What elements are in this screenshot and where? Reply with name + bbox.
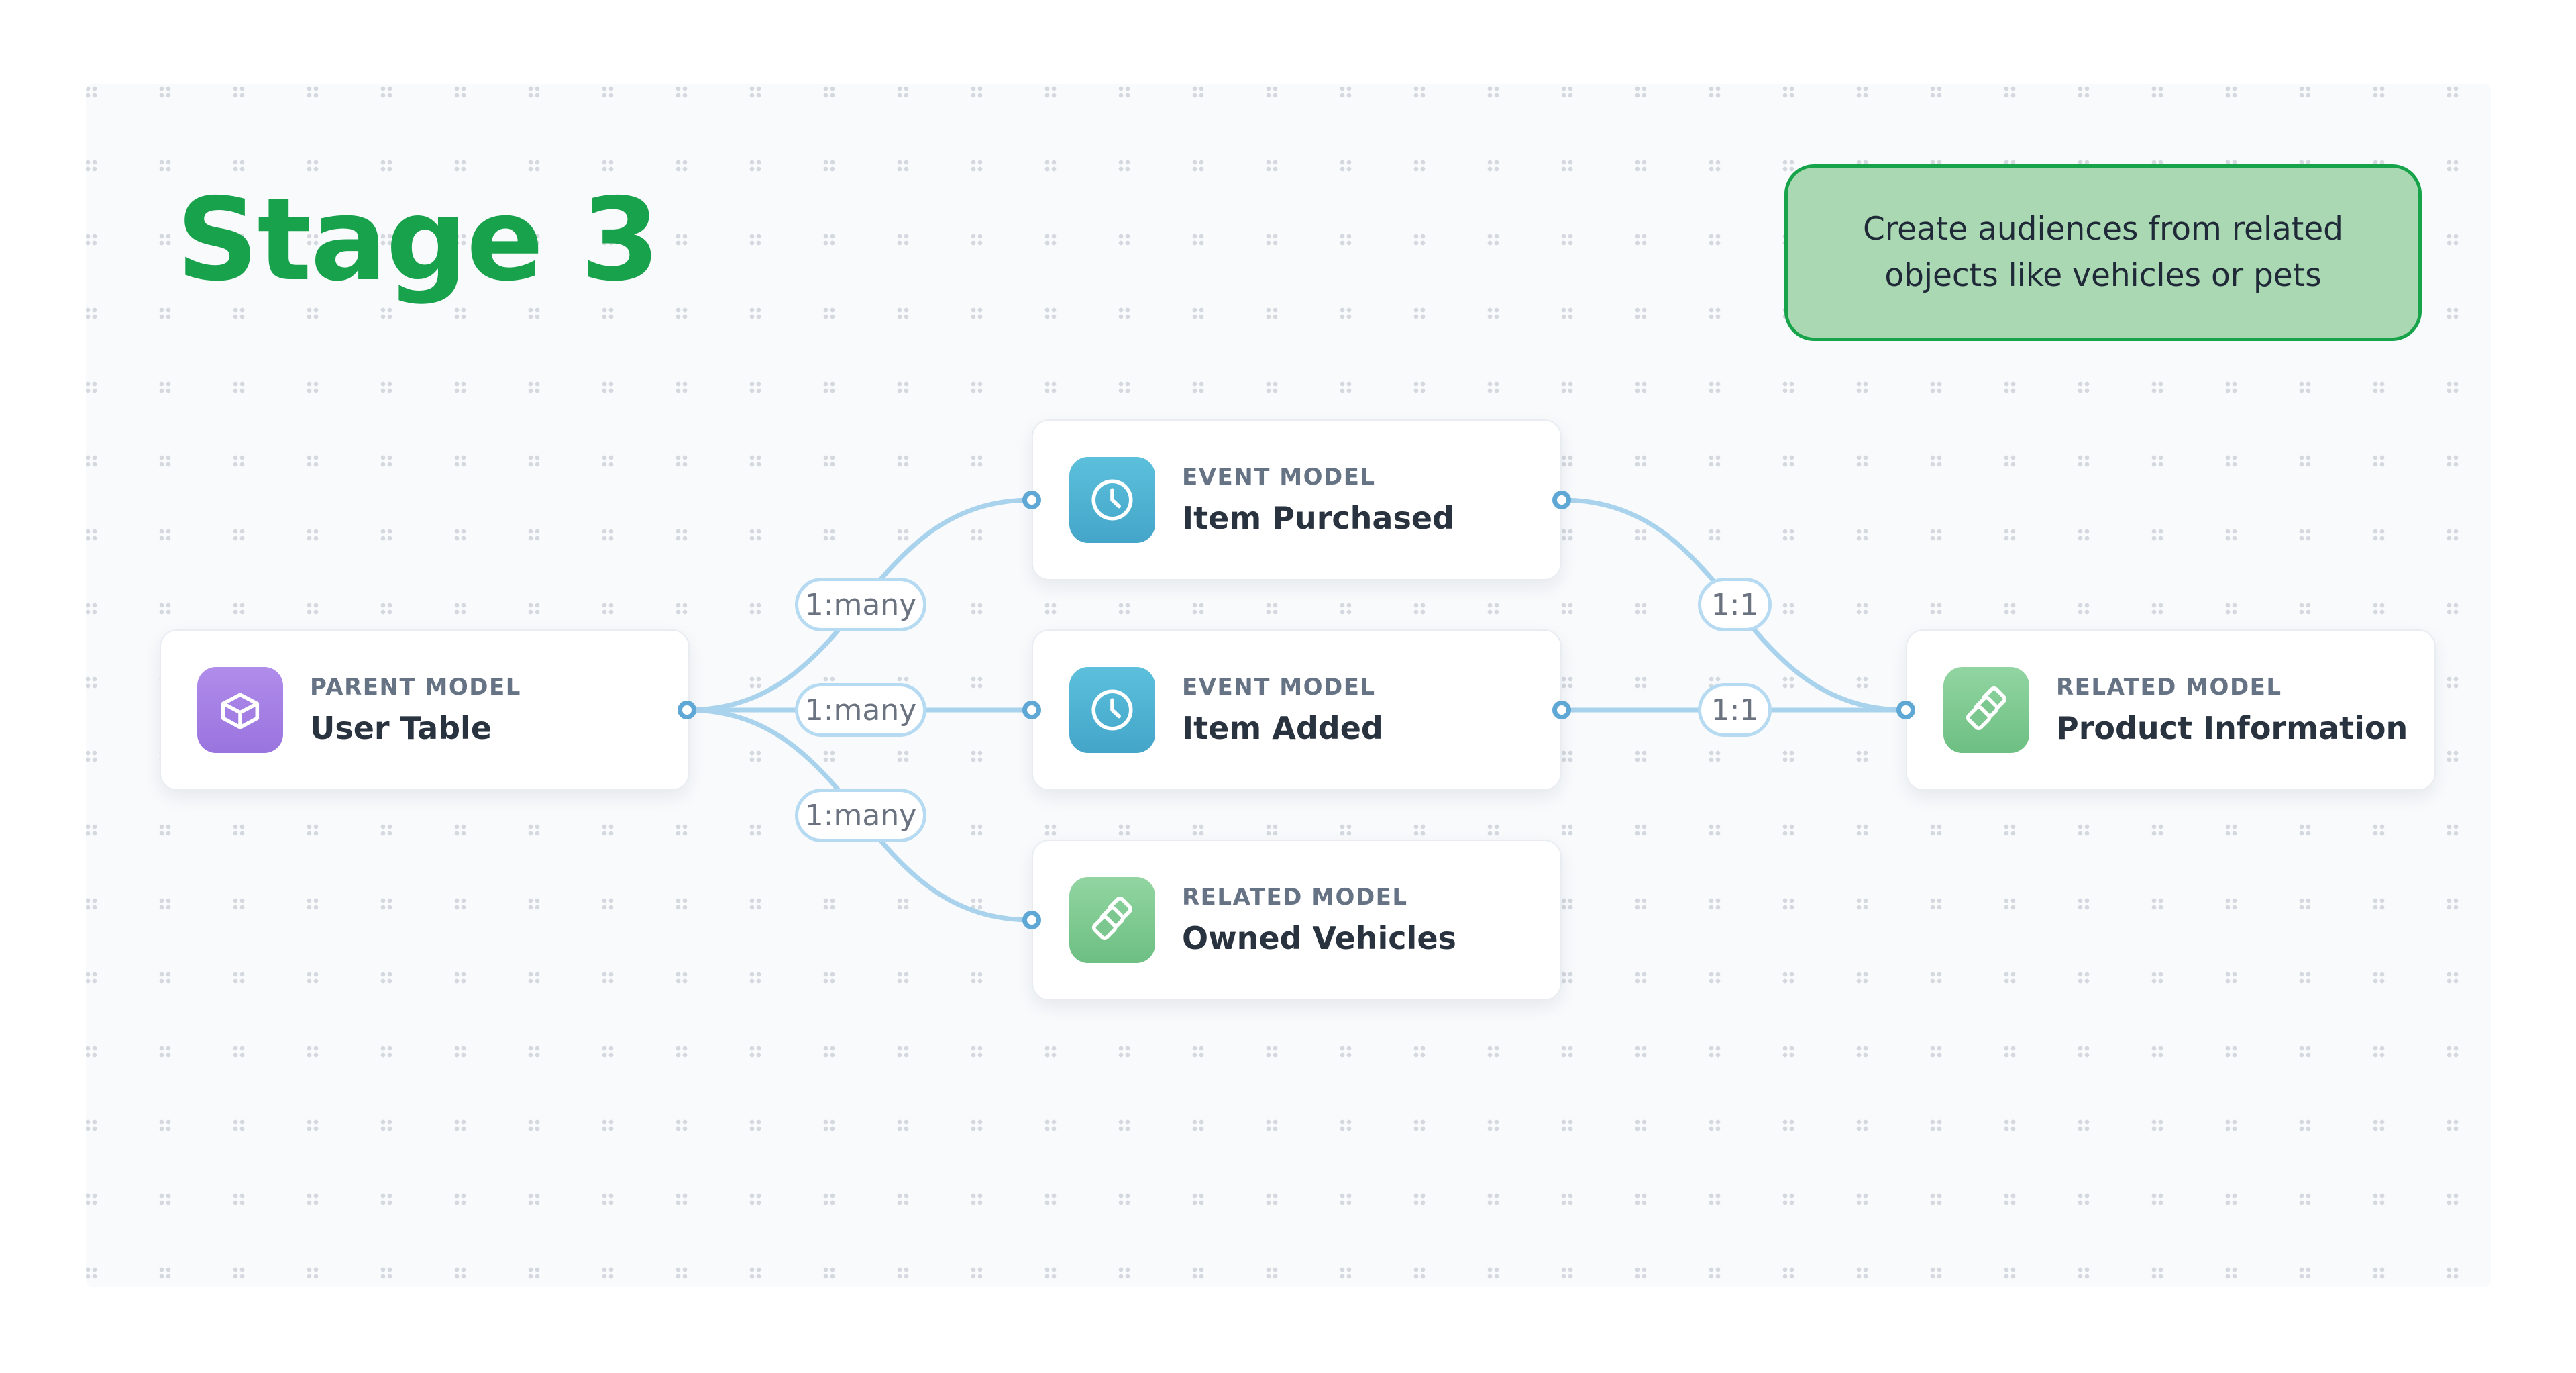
connection-port-vehicles-in <box>1022 911 1041 929</box>
clock-icon <box>1069 667 1155 753</box>
node-card-event-item-added: EVENT MODEL Item Added <box>1032 629 1562 791</box>
connection-port-product-in <box>1896 701 1915 719</box>
annotation-callout: Create audiences from related objects li… <box>1784 164 2422 341</box>
model-name: User Table <box>310 710 492 746</box>
node-card-parent-model: PARENT MODEL User Table <box>160 629 690 791</box>
layers-icon <box>1069 877 1155 963</box>
callout-line-2: objects like vehicles or pets <box>1884 256 2322 294</box>
layers-icon <box>1943 667 2029 753</box>
model-name: Product Information <box>2056 710 2408 746</box>
model-name: Item Purchased <box>1182 500 1454 536</box>
edge-label-one-to-many-3: 1:many <box>795 789 926 842</box>
edge-label-one-to-one-2: 1:1 <box>1698 683 1772 737</box>
model-type-label: EVENT MODEL <box>1182 674 1376 701</box>
edge-label-one-to-one-1: 1:1 <box>1698 578 1772 631</box>
connection-port-parent-out <box>678 701 696 719</box>
node-card-event-item-purchased: EVENT MODEL Item Purchased <box>1032 419 1562 580</box>
edge-label-one-to-many-2: 1:many <box>795 683 926 737</box>
node-card-related-owned-vehicles: RELATED MODEL Owned Vehicles <box>1032 840 1562 1001</box>
cube-icon <box>197 667 283 753</box>
connection-port-added-out <box>1552 701 1571 719</box>
clock-icon <box>1069 457 1155 543</box>
node-card-related-product-information: RELATED MODEL Product Information <box>1906 629 2436 791</box>
model-name: Owned Vehicles <box>1182 920 1456 956</box>
callout-line-1: Create audiences from related <box>1862 211 2344 248</box>
model-type-label: RELATED MODEL <box>1182 884 1408 911</box>
model-name: Item Added <box>1182 710 1383 746</box>
model-type-label: RELATED MODEL <box>2056 674 2282 701</box>
connection-port-added-in <box>1022 701 1041 719</box>
page-title: Stage 3 <box>176 174 660 307</box>
diagram-canvas: Stage 3 Create audiences from related ob… <box>86 84 2491 1287</box>
connection-port-purchased-in <box>1022 491 1041 509</box>
connection-port-purchased-out <box>1552 491 1571 509</box>
model-type-label: EVENT MODEL <box>1182 464 1376 491</box>
edge-label-one-to-many-1: 1:many <box>795 578 926 631</box>
model-type-label: PARENT MODEL <box>310 674 521 701</box>
